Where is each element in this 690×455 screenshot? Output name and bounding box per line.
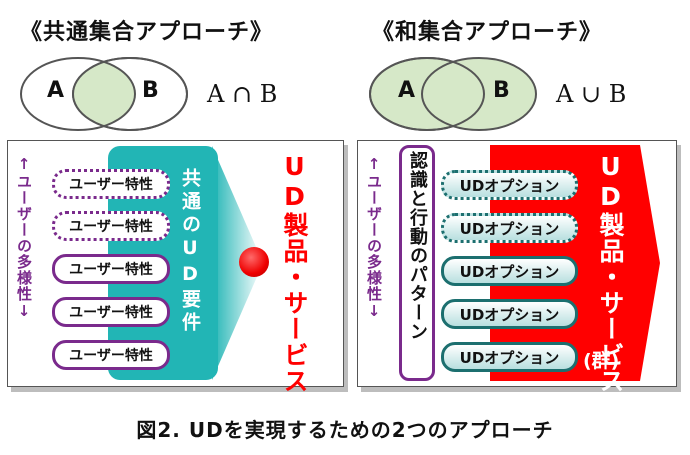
right-set-b-circle <box>421 57 537 131</box>
user-trait-pill: ユーザー特性 <box>52 169 170 199</box>
left-set-a-label: A <box>47 78 65 103</box>
left-intersection <box>73 58 135 130</box>
user-trait-pill: ユーザー特性 <box>52 211 170 241</box>
left-set-a-circle <box>20 57 136 131</box>
recognition-pattern-label: 認識と行動のパターン <box>407 151 428 341</box>
product-dot <box>239 247 269 277</box>
left-set-b-label: B <box>142 78 159 103</box>
right-set-b-label: B <box>493 78 510 103</box>
ud-option-pill: UDオプション <box>441 342 578 372</box>
ud-option-pill: UDオプション <box>441 170 578 200</box>
left-product-label: UD製品・サービス <box>280 152 309 394</box>
right-product-label: UD製品・サービス <box>596 152 625 394</box>
ud-option-pill: UDオプション <box>441 299 578 329</box>
left-formula: A ∩ B <box>207 80 278 108</box>
right-formula: A ∪ B <box>556 80 627 108</box>
right-diversity-label: ↑ユーザーの多様性↓ <box>365 155 383 321</box>
recognition-pattern-box <box>399 145 435 381</box>
left-diversity-label: ↑ユーザーの多様性↓ <box>15 155 33 321</box>
user-trait-pill: ユーザー特性 <box>52 340 170 370</box>
user-trait-pill: ユーザー特性 <box>52 254 170 284</box>
left-requirements-label: 共通のUD要件 <box>179 168 201 335</box>
figure-caption: 図2. UDを実現するための2つのアプローチ <box>136 418 554 442</box>
right-set-a-label: A <box>398 78 416 103</box>
user-trait-pill: ユーザー特性 <box>52 297 170 327</box>
right-title: 《和集合アプローチ》 <box>372 20 603 45</box>
left-title: 《共通集合アプローチ》 <box>20 20 274 45</box>
right-product-group: (群) <box>583 350 620 372</box>
ud-option-pill: UDオプション <box>441 256 578 286</box>
left-venn-diagram <box>20 57 188 131</box>
right-venn-diagram <box>369 57 537 131</box>
ud-option-pill: UDオプション <box>441 213 578 243</box>
